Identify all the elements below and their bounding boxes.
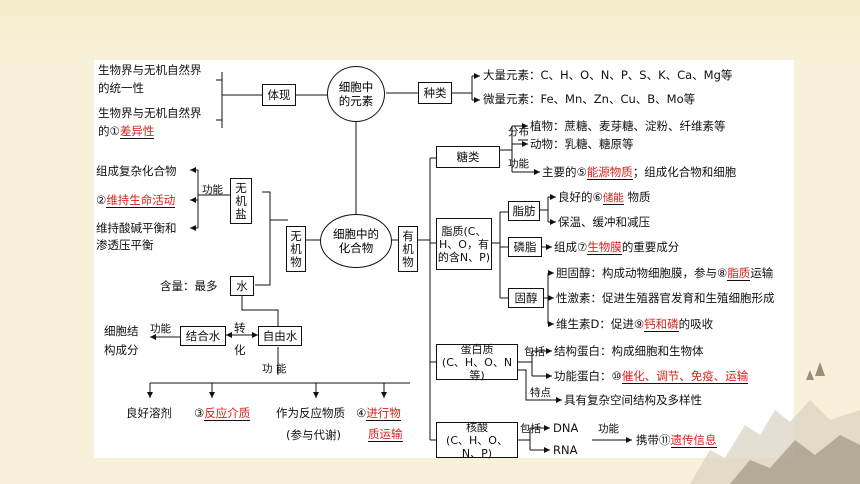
trace-elements: 微量元素：Fe、Mn、Zn、Cu、B、Mo等 (483, 92, 696, 106)
organic-box: 有 机 物 (398, 226, 418, 272)
protein-func: 功能蛋白：⑩催化、调节、免疫、运输 (554, 369, 749, 384)
nucleic-include-label: 包括 (520, 423, 541, 435)
answer-9: 钙和磷 (644, 317, 679, 332)
answer-6: 储能 (602, 192, 624, 205)
salt-func-2: ②维持生命活动 (96, 193, 176, 208)
answer-7: 生物膜 (587, 240, 622, 255)
free-func-3b: (参与代谢) (286, 428, 341, 442)
sterol-box: 固醇 (508, 288, 544, 308)
protein-feature-label: 特点 (530, 387, 551, 399)
convert-text-2: 化 (234, 343, 246, 357)
salt-func-3b: 渗透压平衡 (96, 238, 154, 252)
bound-func-2: 构成分 (104, 343, 139, 357)
unity-text-line1: 生物界与无机自然界 (98, 63, 202, 77)
convert-text-1: 转 (234, 321, 246, 335)
salt-func-3: 维持酸碱平衡和 (96, 221, 177, 235)
diff-text-line2: 的①差异性 (98, 124, 155, 139)
sugar-dist-label: 分布 (508, 126, 529, 138)
water-box: 水 (230, 276, 254, 296)
free-func-4a: ④进行物 (356, 406, 401, 421)
inorganic-box: 无 机 物 (286, 226, 306, 272)
sugar-func: 主要的⑤能源物质；组成化合物和细胞 (542, 165, 737, 180)
protein-struct: 结构蛋白：构成细胞和生物体 (554, 344, 704, 358)
answer-1: 差异性 (119, 124, 155, 139)
sugar-box: 糖类 (436, 146, 500, 168)
nucleic-func: 携带⑪遗传信息 (636, 433, 717, 448)
diff-text-line1: 生物界与无机自然界 (98, 106, 202, 120)
tixian-box: 体现 (262, 84, 296, 106)
fat-box: 脂肪 (508, 201, 540, 221)
fat-func-1: 良好的⑥储能 物质 (558, 190, 651, 205)
nucleic-box: 核酸 (C、H、O、N、P) (436, 421, 518, 460)
protein-box: 蛋白质 (C、H、O、N等) (436, 343, 518, 382)
salt-box: 无 机 盐 (230, 178, 252, 224)
free-func-3a: 作为反应物质 (276, 406, 345, 420)
phospholipid-func: 组成⑦生物膜的重要成分 (554, 240, 680, 255)
fat-func-2: 保温、缓冲和减压 (558, 215, 650, 229)
free-func-2: ③反应介质 (194, 406, 251, 421)
sterol-func-2: 性激素：促进生殖器官发育和生殖细胞形成 (556, 291, 775, 305)
answer-3: 反应介质 (204, 406, 251, 421)
answer-8: 脂质 (727, 266, 751, 281)
free-water-box: 自由水 (258, 326, 302, 346)
compounds-ellipse: 细胞中的 化合物 (320, 214, 392, 268)
dna-text: DNA (553, 421, 579, 435)
protein-feature: 具有复杂空间结构及多样性 (564, 393, 702, 407)
water-content: 含量：最多 (160, 279, 218, 293)
unity-text-line2: 的统一性 (98, 81, 144, 95)
protein-include-label: 包括 (524, 346, 545, 358)
bound-func-label: 功能 (150, 323, 171, 335)
sterol-func-3: 维生素D：促进⑨钙和磷的吸收 (556, 317, 714, 332)
salt-func-label: 功能 (202, 184, 223, 196)
sugar-animal: 动物：乳糖、糖原等 (530, 137, 634, 151)
free-func-label: 功 能 (262, 363, 287, 375)
nucleic-func-label: 功能 (598, 423, 619, 435)
major-elements: 大量元素：C、H、O、N、P、S、K、Ca、Mg等 (483, 68, 733, 82)
lipid-box: 脂质(C、 H、O，有 的含N、P) (436, 218, 492, 270)
zhonglei-box: 种类 (418, 82, 452, 104)
sugar-func-label: 功能 (508, 158, 529, 170)
elements-ellipse: 细胞中 的元素 (327, 66, 385, 122)
phospholipid-box: 磷脂 (508, 237, 542, 257)
free-func-1: 良好溶剂 (126, 406, 172, 420)
salt-func-1: 组成复杂化合物 (96, 164, 177, 178)
free-func-4b: 质运输 (368, 427, 403, 442)
bound-func-1: 细胞结 (104, 324, 139, 338)
background-band (0, 0, 860, 60)
answer-10: 催化、调节、免疫、运输 (621, 369, 749, 384)
sugar-plant: 植物：蔗糖、麦芽糖、淀粉、纤维素等 (530, 119, 726, 133)
rna-text: RNA (553, 443, 578, 457)
answer-4a: 进行物 (366, 406, 401, 421)
mountain-decoration (690, 362, 860, 484)
answer-2: 维持生命活动 (106, 193, 176, 208)
answer-5: 能源物质 (586, 165, 633, 180)
sterol-func-1: 胆固醇：构成动物细胞膜，参与⑧脂质运输 (556, 266, 774, 281)
answer-11: 遗传信息 (670, 433, 717, 448)
answer-4b: 质运输 (368, 427, 403, 442)
bound-water-box: 结合水 (180, 326, 226, 346)
